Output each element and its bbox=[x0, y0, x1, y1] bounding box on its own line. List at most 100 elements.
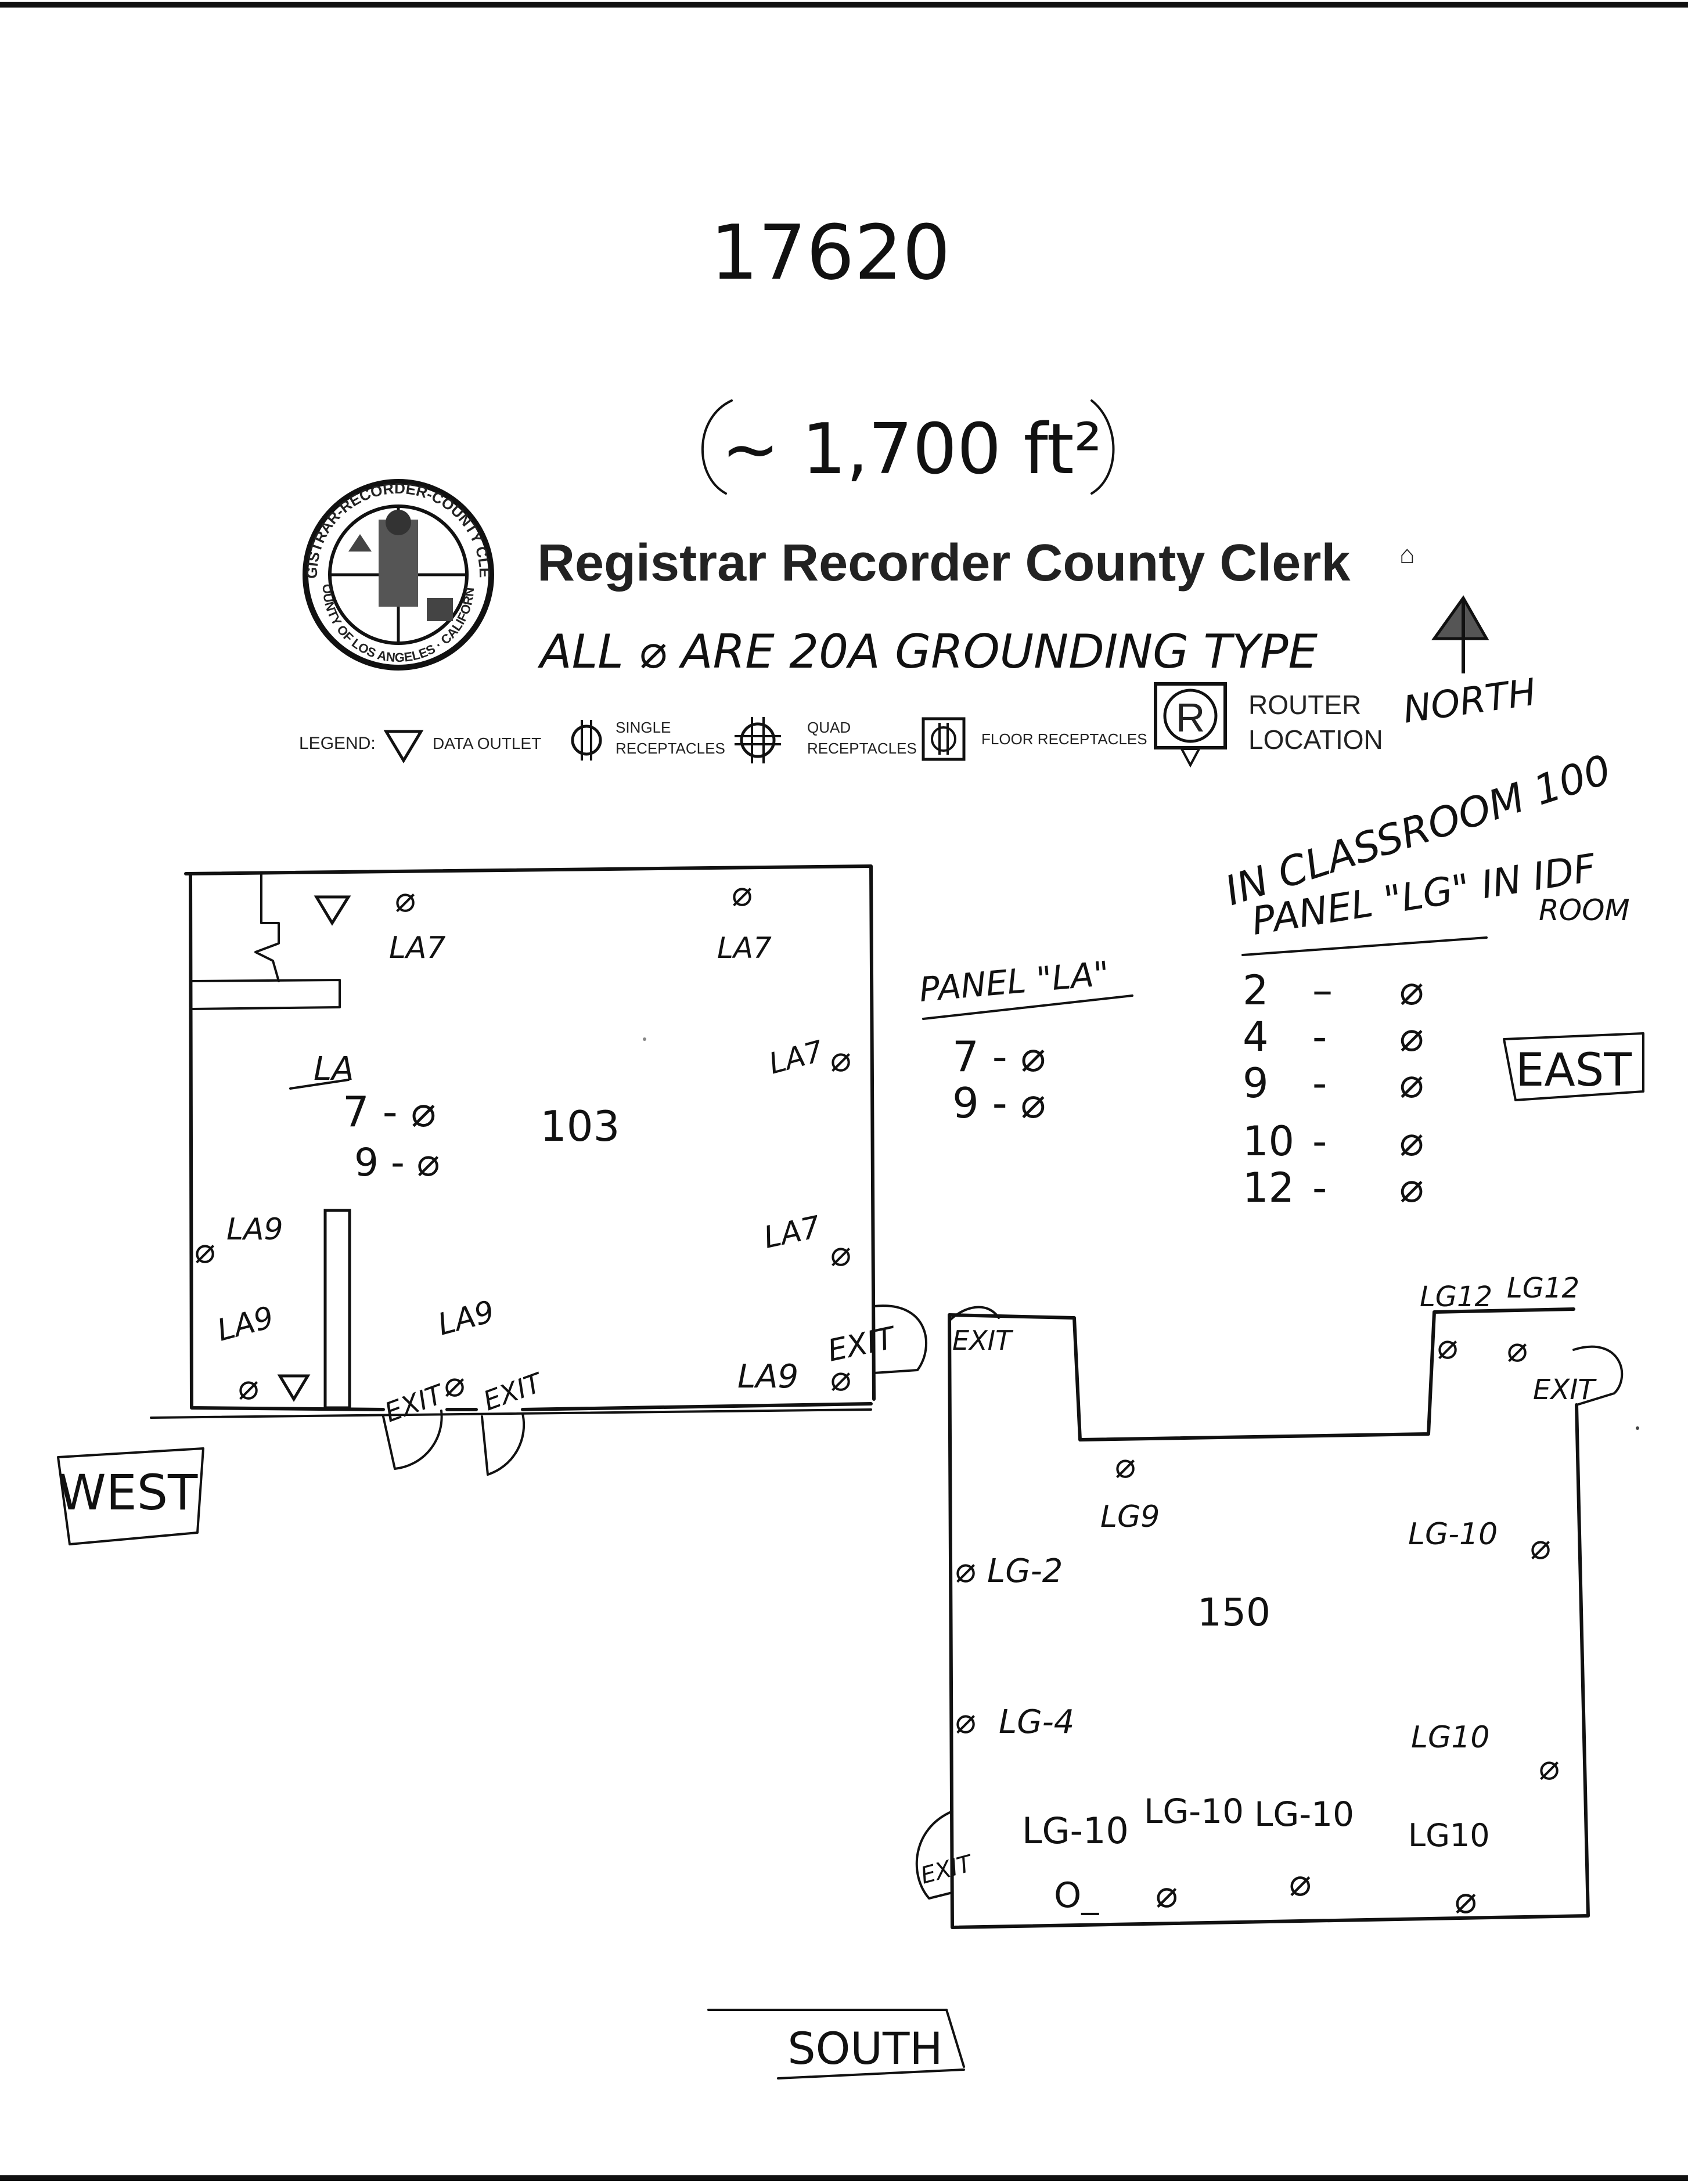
panel-lg-sym: ⌀ bbox=[1399, 1059, 1424, 1107]
label-lg12: LG12 bbox=[1507, 1272, 1579, 1304]
label-la7: LA7 bbox=[717, 931, 772, 965]
receptacle-icon: ⌀ bbox=[830, 1039, 851, 1080]
west-label: WEST bbox=[57, 1447, 204, 1545]
legend-quad-1: QUAD bbox=[807, 719, 851, 736]
receptacle-icon: ⌀ bbox=[1156, 1873, 1178, 1916]
data-outlet-icon bbox=[383, 730, 424, 763]
panel-lg-circuit: 9 bbox=[1243, 1059, 1269, 1107]
label-la9: LA9 bbox=[214, 1300, 278, 1348]
svg-text:R: R bbox=[1176, 695, 1205, 740]
receptacle-icon: ⌀ bbox=[1507, 1329, 1528, 1370]
label-lg-2: LG-2 bbox=[987, 1552, 1063, 1590]
svg-text:WEST: WEST bbox=[58, 1464, 198, 1521]
panel-lg-circuit: 4 bbox=[1243, 1013, 1269, 1061]
legend-single-2: RECEPTACLES bbox=[616, 740, 725, 757]
room-150: ⌀ ⌀ ⌀ ⌀ ⌀ ⌀ ⌀ ⌀ ⌀ ⌀ LG12 LG12 LG9 LG-2 L… bbox=[915, 1272, 1624, 1929]
panel-lg-sep: - bbox=[1312, 1059, 1327, 1107]
label-lg10: LG10 bbox=[1411, 1720, 1489, 1755]
receptacle-icon: ⌀ bbox=[1530, 1527, 1551, 1567]
svg-text:EAST: EAST bbox=[1516, 1044, 1632, 1097]
area-note-parens bbox=[701, 399, 1115, 495]
legend-label: LEGEND: bbox=[299, 734, 376, 753]
receptacle-icon: ⌀ bbox=[830, 1234, 851, 1274]
receptacle-icon: ⌀ bbox=[732, 874, 753, 914]
receptacle-icon: ⌀ bbox=[195, 1231, 215, 1271]
receptacle-icon: ⌀ bbox=[238, 1367, 259, 1408]
county-seal: REGISTRAR-RECORDER-COUNTY CLERK COUNTY O… bbox=[0, 0, 494, 671]
label-la9: LA9 bbox=[737, 1358, 798, 1396]
panel-la-row-1: 7 - ⌀ bbox=[952, 1032, 1046, 1081]
svg-text:SOUTH: SOUTH bbox=[787, 2023, 942, 2074]
panel-lg-sym: ⌀ bbox=[1399, 1118, 1424, 1165]
label-lg-4: LG-4 bbox=[999, 1703, 1074, 1741]
receptacle-icon: ⌀ bbox=[1437, 1327, 1458, 1367]
page-number: 17620 bbox=[710, 208, 951, 297]
panel-la-row-2: 9 - ⌀ bbox=[952, 1079, 1046, 1127]
label-lg10: LG10 bbox=[1408, 1817, 1490, 1854]
panel-lg-circuit: 2 bbox=[1243, 967, 1269, 1014]
room-103: ⌀ ⌀ ⌀ ⌀ ⌀ ⌀ ⌀ ⌀ LA7 LA7 LA7 LA7 LA9 LA9 … bbox=[150, 864, 928, 1476]
floor-receptacle-icon bbox=[922, 717, 966, 761]
north-label: NORTH bbox=[1401, 671, 1539, 732]
panel-lg-sep: - bbox=[1312, 1013, 1327, 1061]
router-icon: R bbox=[1154, 682, 1227, 768]
seal-text-top: REGISTRAR-RECORDER-COUNTY CLERK bbox=[0, 0, 494, 579]
panel-lg-sym: ⌀ bbox=[1399, 1164, 1424, 1212]
panel-lg-underline bbox=[1241, 936, 1488, 956]
label-exit: EXIT bbox=[952, 1325, 1014, 1356]
panel-lg-sym: ⌀ bbox=[1399, 967, 1424, 1014]
label-la9: LA9 bbox=[226, 1212, 283, 1247]
room-number: 103 bbox=[540, 1102, 620, 1151]
receptacle-icon: ⌀ bbox=[395, 880, 416, 920]
scan-speck bbox=[1636, 1426, 1639, 1430]
single-receptacle-icon bbox=[571, 720, 602, 761]
panel-lg-table: 2 – ⌀ 4 - ⌀ 9 - ⌀ 10 - ⌀ 12 - ⌀ bbox=[1243, 967, 1424, 1212]
legend-floor: FLOOR RECEPTACLES bbox=[981, 730, 1147, 748]
panel-lg-circuit: 12 bbox=[1243, 1164, 1294, 1212]
label-lg12: LG12 bbox=[1420, 1281, 1492, 1313]
legend-quad-2: RECEPTACLES bbox=[807, 740, 917, 757]
house-icon: ⌂ bbox=[1399, 540, 1415, 569]
circuit-label: 7 - ⌀ bbox=[343, 1087, 436, 1136]
label-lg-10: LG-10 bbox=[1144, 1792, 1244, 1831]
receptacle-icon: ⌀ bbox=[830, 1358, 851, 1399]
panel-lg-sym: ⌀ bbox=[1399, 1013, 1424, 1061]
room-number: 150 bbox=[1197, 1590, 1271, 1635]
quad-receptacle-icon bbox=[735, 717, 781, 763]
label-lg-10: LG-10 bbox=[1022, 1810, 1129, 1852]
legend-router-2: LOCATION bbox=[1248, 725, 1383, 755]
panel-lg-room: ROOM bbox=[1539, 893, 1630, 927]
data-outlet-icon bbox=[277, 1374, 311, 1402]
scan-speck bbox=[643, 1037, 646, 1041]
area-note: ~ 1,700 ft² bbox=[721, 409, 1102, 490]
east-label: EAST bbox=[1503, 1032, 1644, 1101]
legend-router-1: ROUTER bbox=[1248, 690, 1361, 720]
panel-la-underline bbox=[922, 994, 1133, 1020]
label-exit: EXIT bbox=[918, 1850, 977, 1889]
receptacle-icon: ⌀ bbox=[955, 1550, 976, 1591]
label-lg-10: LG-10 bbox=[1408, 1517, 1498, 1552]
label-la9: LA9 bbox=[434, 1294, 498, 1342]
label-la7: LA7 bbox=[389, 931, 446, 965]
panel-lg-sep: - bbox=[1312, 1164, 1327, 1212]
label-lg-10: LG-10 bbox=[1254, 1794, 1354, 1834]
receptacle-icon: ⌀ bbox=[955, 1701, 976, 1742]
north-arrow-icon bbox=[1431, 595, 1489, 673]
receptacle-icon: ⌀ bbox=[1455, 1879, 1477, 1922]
panel-lg-sep: - bbox=[1312, 1118, 1327, 1165]
receptacle-icon: ⌀ bbox=[1539, 1747, 1560, 1788]
label-la7: LA7 bbox=[761, 1210, 823, 1256]
legend-data-outlet: DATA OUTLET bbox=[433, 734, 541, 752]
label-exit: EXIT bbox=[1533, 1374, 1597, 1406]
legend: LEGEND: DATA OUTLET SINGLE RECEPTACLES Q… bbox=[299, 682, 1383, 768]
label-lg9: LG9 bbox=[1100, 1500, 1160, 1534]
label-exit: EXIT bbox=[825, 1320, 900, 1369]
page-title: Registrar Recorder County Clerk bbox=[537, 534, 1351, 592]
floor-mark: O_ bbox=[1054, 1875, 1099, 1916]
circuit-label: 9 - ⌀ bbox=[354, 1140, 440, 1185]
legend-single-1: SINGLE bbox=[616, 719, 671, 736]
panel-label-underline bbox=[289, 1079, 350, 1090]
label-la7: LA7 bbox=[765, 1034, 827, 1080]
receptacle-icon: ⌀ bbox=[1289, 1862, 1312, 1905]
